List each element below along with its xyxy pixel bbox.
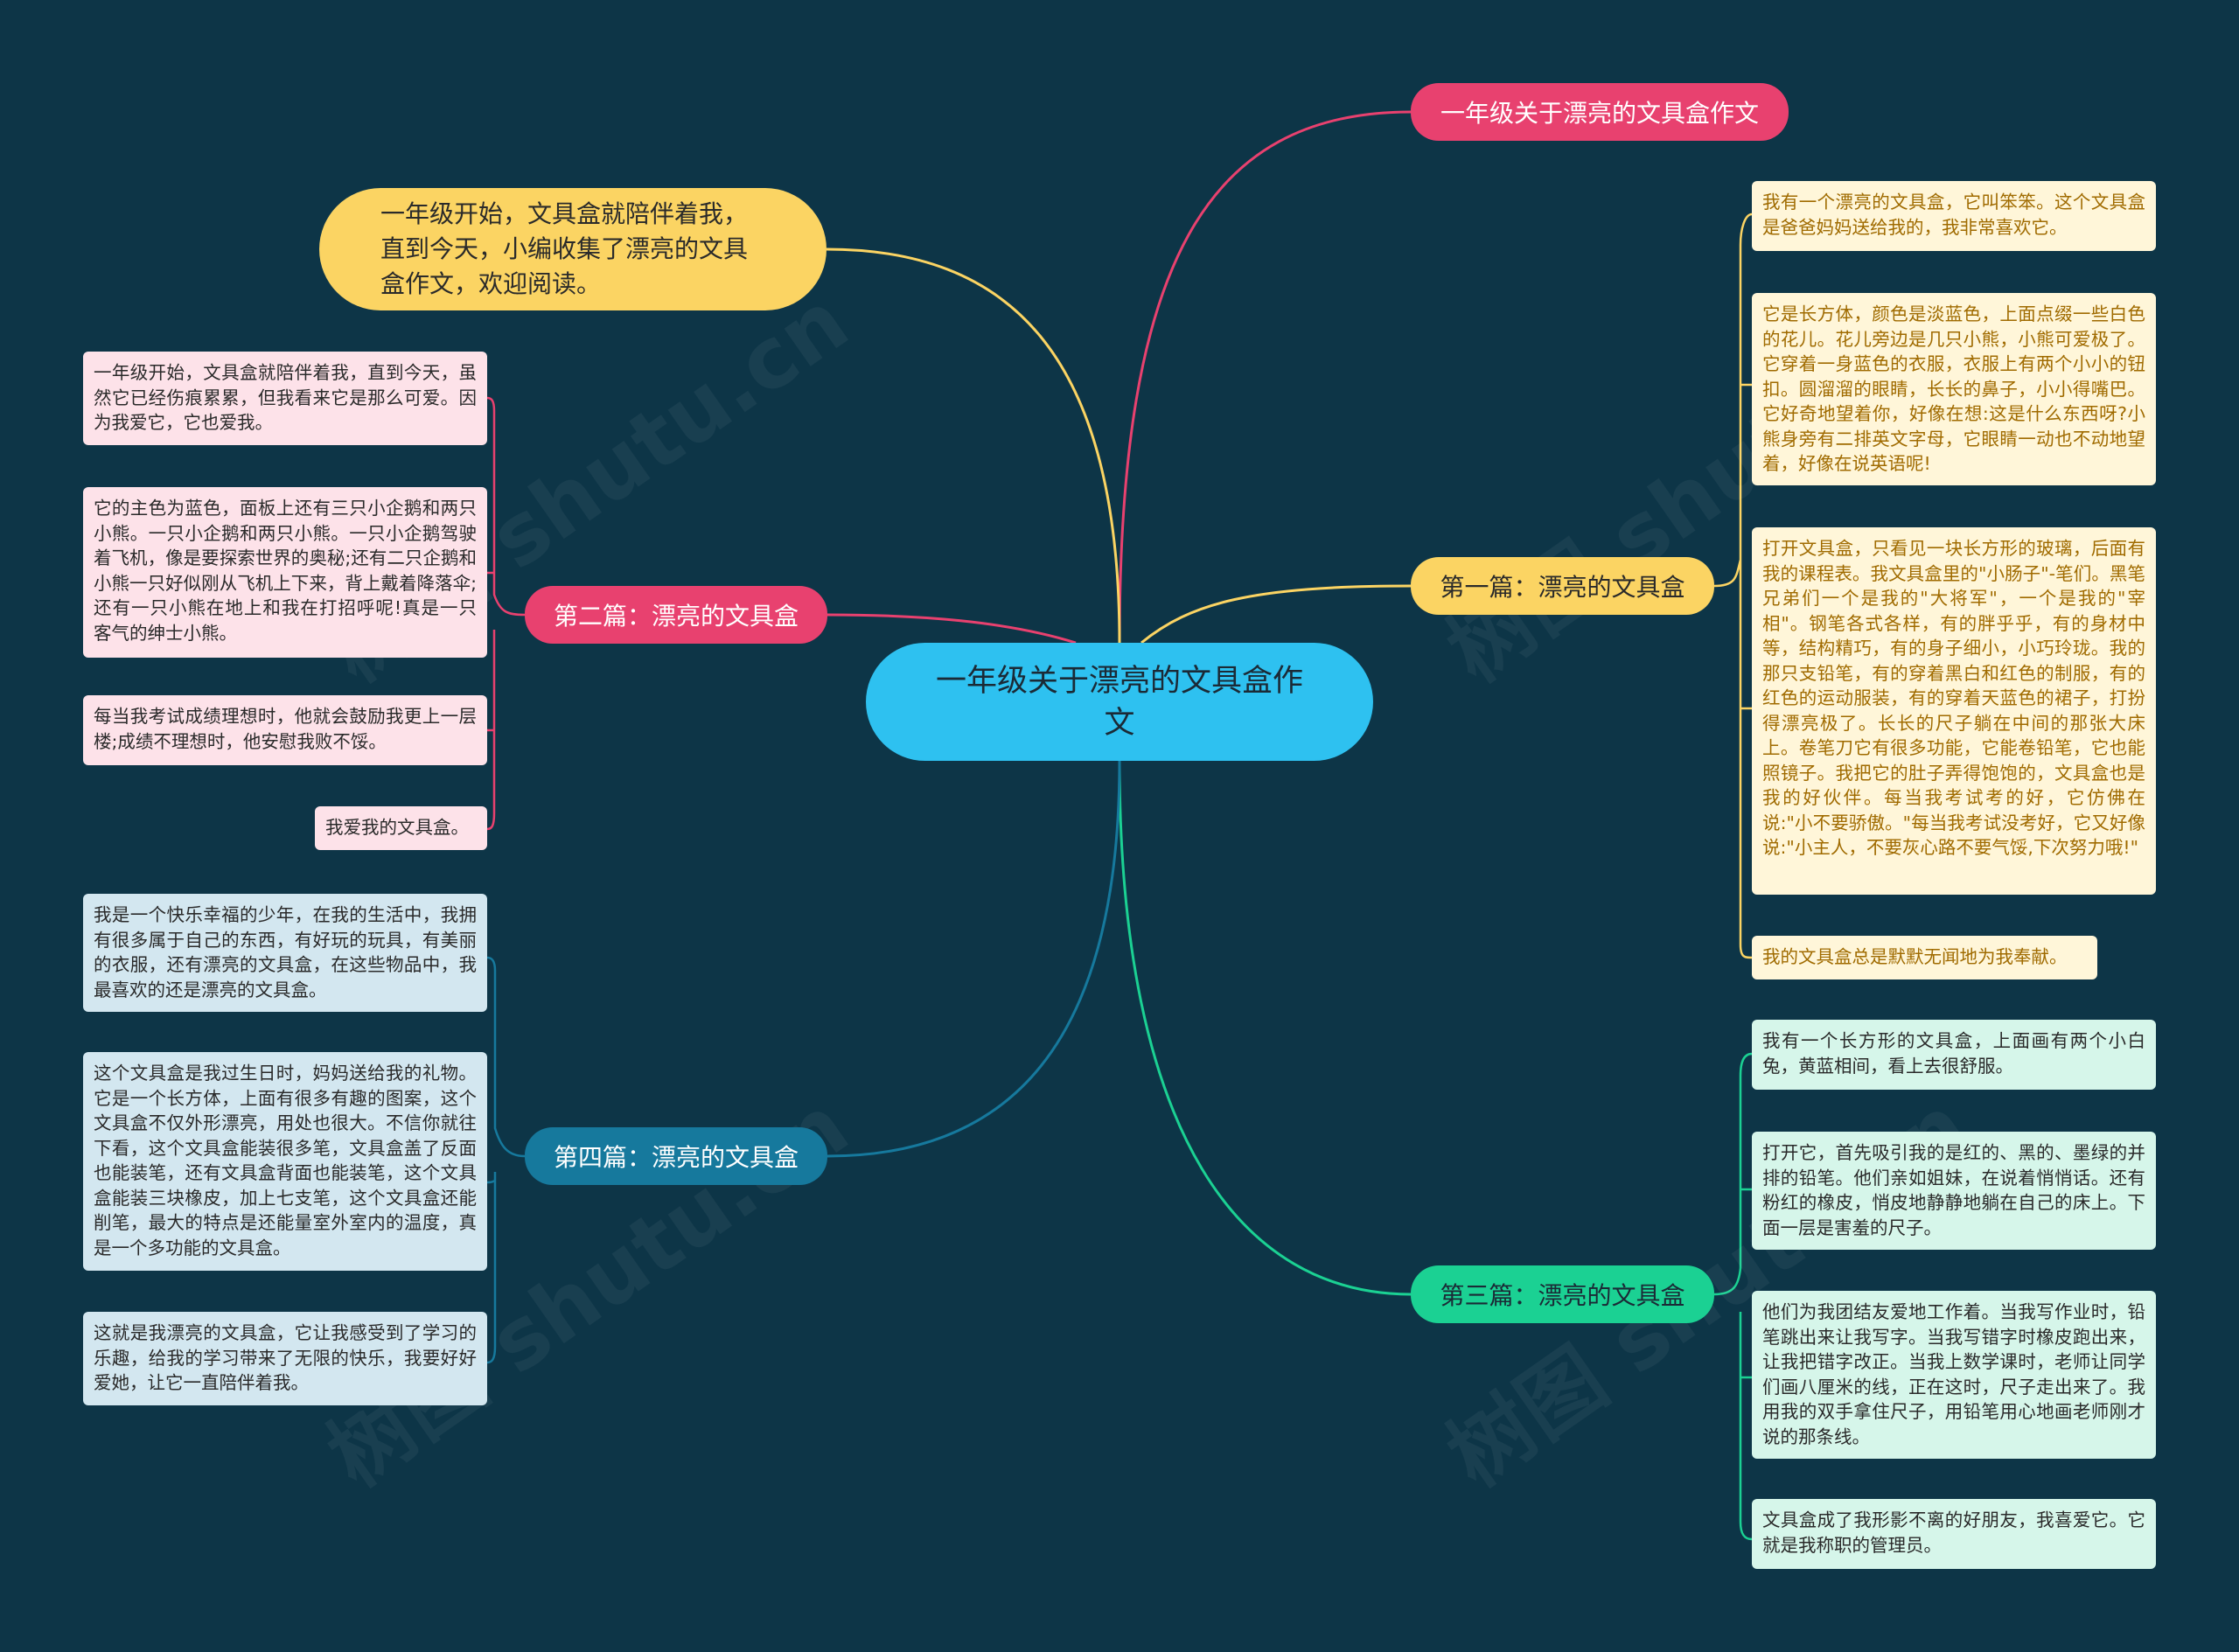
leaf-fourth-1[interactable]: 我是一个快乐幸福的少年，在我的生活中，我拥有很多属于自己的东西，有好玩的玩具，有…: [83, 894, 487, 1012]
leaf-fourth-3[interactable]: 这就是我漂亮的文具盒，它让我感受到了学习的乐趣，给我的学习带来了无限的快乐，我要…: [83, 1312, 487, 1405]
link-fourth-leaves: [486, 956, 526, 1364]
leaf-third-2[interactable]: 打开它，首先吸引我的是红的、黑的、墨绿的并排的铅笔。他们亲如姐妹，在说着悄悄话。…: [1752, 1132, 2156, 1250]
leaf-second-4[interactable]: 我爱我的文具盒。: [315, 806, 487, 850]
branch-first[interactable]: 第一篇：漂亮的文具盒: [1411, 557, 1714, 615]
leaf-text: 我的文具盒总是默默无闻地为我奉献。: [1762, 946, 2068, 967]
leaf-text: 我爱我的文具盒。: [325, 817, 469, 838]
leaf-first-4[interactable]: 我的文具盒总是默默无闻地为我奉献。: [1752, 936, 2097, 979]
central-topic-label: 一年级关于漂亮的文具盒作文: [935, 663, 1303, 741]
link-third-leaves: [1713, 1052, 1753, 1541]
leaf-first-3[interactable]: 打开文具盒，只看见一块长方形的玻璃，后面有我的课程表。我文具盒里的"小肠子"-笔…: [1752, 527, 2156, 895]
intro-node-text: 一年级开始，文具盒就陪伴着我，直到今天，小编收集了漂亮的文具盒作文，欢迎阅读。: [380, 199, 749, 298]
branch-second-label: 第二篇：漂亮的文具盒: [553, 602, 799, 631]
link-center-fourth: [827, 760, 1121, 1158]
leaf-fourth-2[interactable]: 这个文具盒是我过生日时，妈妈送给我的礼物。它是一个长方体，上面有很多有趣的图案，…: [83, 1052, 487, 1271]
branch-third[interactable]: 第三篇：漂亮的文具盒: [1411, 1265, 1714, 1323]
leaf-text: 这个文具盒是我过生日时，妈妈送给我的礼物。它是一个长方体，上面有很多有趣的图案，…: [94, 1063, 477, 1258]
link-second-leaves: [486, 396, 526, 831]
leaf-third-3[interactable]: 他们为我团结友爱地工作着。当我写作业时，铅笔跳出来让我写字。当我写错字时橡皮跑出…: [1752, 1291, 2156, 1459]
leaf-text: 一年级开始，文具盒就陪伴着我，直到今天，虽然它已经伤痕累累，但我看来它是那么可爱…: [94, 362, 477, 433]
link-center-intro: [826, 247, 1121, 644]
branch-third-label: 第三篇：漂亮的文具盒: [1440, 1281, 1685, 1310]
central-topic[interactable]: 一年级关于漂亮的文具盒作文: [866, 643, 1373, 761]
leaf-second-1[interactable]: 一年级开始，文具盒就陪伴着我，直到今天，虽然它已经伤痕累累，但我看来它是那么可爱…: [83, 352, 487, 445]
leaf-text: 我是一个快乐幸福的少年，在我的生活中，我拥有很多属于自己的东西，有好玩的玩具，有…: [94, 904, 477, 1000]
leaf-first-2[interactable]: 它是长方体，颜色是淡蓝色，上面点缀一些白色的花儿。花儿旁边是几只小熊，小熊可爱极…: [1752, 293, 2156, 485]
leaf-text: 文具盒成了我形影不离的好朋友，我喜爱它。它就是我称职的管理员。: [1762, 1509, 2145, 1556]
link-center-title: [1118, 110, 1412, 644]
leaf-text: 他们为我团结友爱地工作着。当我写作业时，铅笔跳出来让我写字。当我写错字时橡皮跑出…: [1762, 1301, 2145, 1447]
leaf-text: 我有一个漂亮的文具盒，它叫笨笨。这个文具盒是爸爸妈妈送给我的，我非常喜欢它。: [1762, 192, 2145, 238]
leaf-first-1[interactable]: 我有一个漂亮的文具盒，它叫笨笨。这个文具盒是爸爸妈妈送给我的，我非常喜欢它。: [1752, 181, 2156, 251]
leaf-text: 打开文具盒，只看见一块长方形的玻璃，后面有我的课程表。我文具盒里的"小肠子"-笔…: [1762, 538, 2145, 858]
branch-fourth[interactable]: 第四篇：漂亮的文具盒: [525, 1127, 827, 1185]
branch-fourth-label: 第四篇：漂亮的文具盒: [553, 1143, 799, 1172]
leaf-third-4[interactable]: 文具盒成了我形影不离的好朋友，我喜爱它。它就是我称职的管理员。: [1752, 1499, 2156, 1569]
link-center-second: [827, 613, 1077, 645]
link-first-leaves: [1713, 213, 1753, 959]
leaf-text: 它是长方体，颜色是淡蓝色，上面点缀一些白色的花儿。花儿旁边是几只小熊，小熊可爱极…: [1762, 303, 2145, 474]
branch-first-label: 第一篇：漂亮的文具盒: [1440, 573, 1685, 602]
leaf-second-2[interactable]: 它的主色为蓝色，面板上还有三只小企鹅和两只小熊。一只小企鹅和两只小熊。一只小企鹅…: [83, 487, 487, 658]
intro-node[interactable]: 一年级开始，文具盒就陪伴着我，直到今天，小编收集了漂亮的文具盒作文，欢迎阅读。: [319, 188, 827, 310]
leaf-third-1[interactable]: 我有一个长方形的文具盒，上面画有两个小白兔，黄蓝相间，看上去很舒服。: [1752, 1020, 2156, 1090]
leaf-second-3[interactable]: 每当我考试成绩理想时，他就会鼓励我更上一层楼;成绩不理想时，他安慰我败不馁。: [83, 695, 487, 765]
title-node-label: 一年级关于漂亮的文具盒作文: [1440, 99, 1759, 128]
link-center-first: [1140, 584, 1412, 645]
leaf-text: 这就是我漂亮的文具盒，它让我感受到了学习的乐趣，给我的学习带来了无限的快乐，我要…: [94, 1322, 477, 1393]
leaf-text: 打开它，首先吸引我的是红的、黑的、墨绿的并排的铅笔。他们亲如姐妹，在说着悄悄话。…: [1762, 1142, 2145, 1238]
branch-second[interactable]: 第二篇：漂亮的文具盒: [525, 586, 827, 644]
leaf-text: 我有一个长方形的文具盒，上面画有两个小白兔，黄蓝相间，看上去很舒服。: [1762, 1030, 2145, 1077]
leaf-text: 每当我考试成绩理想时，他就会鼓励我更上一层楼;成绩不理想时，他安慰我败不馁。: [94, 706, 477, 752]
leaf-text: 它的主色为蓝色，面板上还有三只小企鹅和两只小熊。一只小企鹅和两只小熊。一只小企鹅…: [94, 498, 477, 644]
title-node[interactable]: 一年级关于漂亮的文具盒作文: [1411, 83, 1789, 141]
link-center-third: [1118, 760, 1412, 1296]
